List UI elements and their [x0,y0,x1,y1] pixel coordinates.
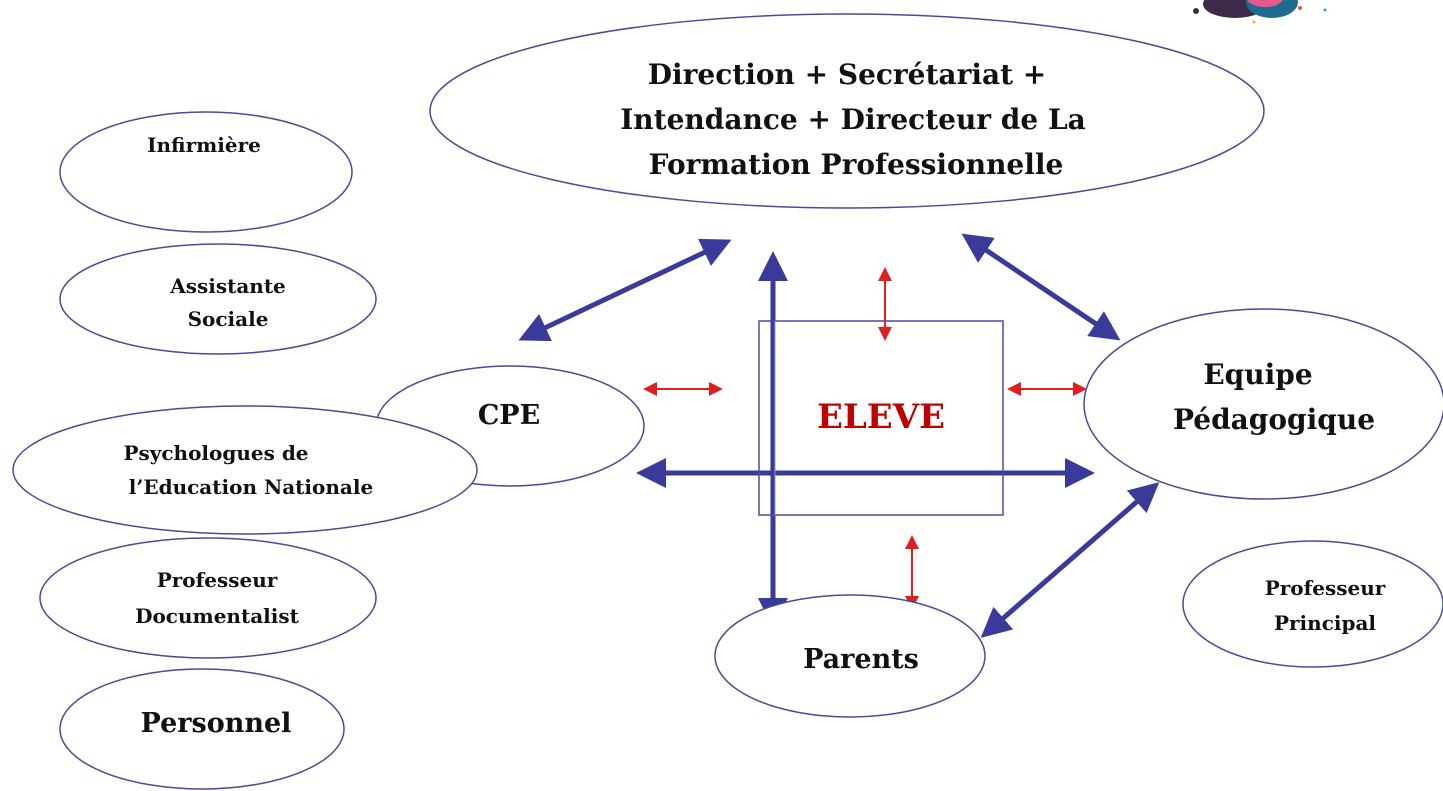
secondary-arrows [643,267,1087,610]
direction-line-3: Formation Professionnelle [649,148,1064,181]
professeur-principal-line-1: Professeur [1265,576,1386,600]
equipe-ellipse [1083,308,1443,500]
personnel-ellipse [59,668,345,790]
direction-line-2: Intendance + Directeur de La [620,103,1086,136]
parents-ellipse [714,594,986,718]
psychologues-line-1: Psychologues de [123,441,308,465]
equipe-line-1: Equipe [1203,358,1312,391]
arrow-direction-equipe [961,233,1121,341]
equipe-line-2: Pédagogique [1173,403,1375,436]
eleve-label: ELEVE [817,397,945,437]
psychologues-line-2: l’Education Nationale [129,475,373,499]
professeur-principal-line-2: Principal [1274,611,1376,635]
assistante-ellipse [59,243,377,355]
professeur-principal-ellipse [1182,540,1443,668]
parents-label: Parents [803,644,919,675]
arrow-direction-cpe [518,238,732,342]
direction-label: Direction + Secrétariat + Intendance + D… [620,58,1086,181]
personnel-label: Personnel [141,708,292,739]
professeur-doc-ellipse [39,537,377,659]
assistante-line-2: Sociale [188,307,269,331]
infirmiere-label: Infirmière [147,133,261,157]
direction-line-1: Direction + Secrétariat + [648,58,1047,91]
psychologues-ellipse [12,405,478,535]
arrow-equipe-parents [980,482,1160,638]
colorful-logo-icon [1193,0,1327,24]
assistante-line-1: Assistante [169,274,286,298]
professeur-doc-line-1: Professeur [157,568,278,592]
direction-ellipse [429,13,1265,209]
cpe-label: CPE [478,400,540,431]
main-arrows [518,233,1160,638]
professeur-doc-line-2: Documentalist [135,604,299,628]
infirmiere-ellipse [59,111,353,233]
